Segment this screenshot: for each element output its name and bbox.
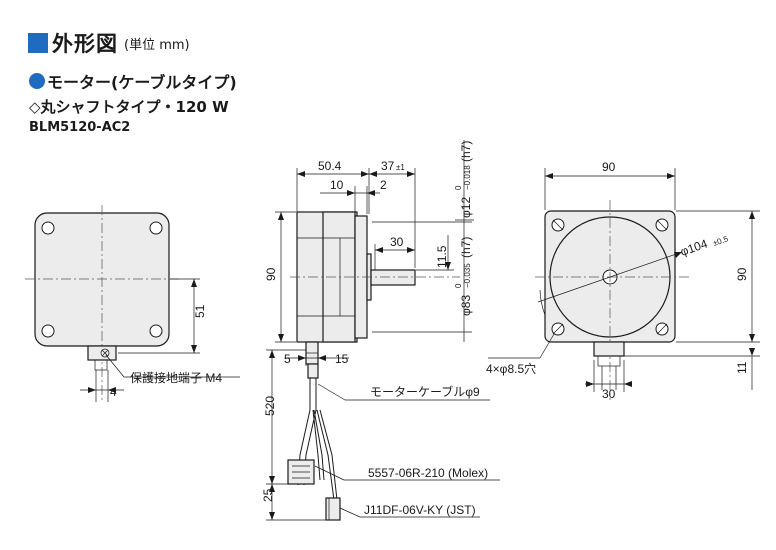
dim-51: 51 [193,304,207,318]
connector1-label: 5557-06R-210 (Molex) [368,466,488,480]
cable-label: モーターケーブルφ9 [370,384,480,399]
dim-50-4: 50.4 [318,159,342,173]
dim-15: 15 [335,352,349,366]
section-title: 外形図 [52,32,118,56]
dim-5: 5 [284,352,291,366]
dim-25: 25 [261,488,275,502]
dim-30-key: 30 [390,235,404,249]
dim-pcd-tol: ±0.5 [712,234,730,248]
dim-37: 37 [381,159,395,173]
dim-phi83: φ83 [459,295,473,316]
model-label: BLM5120-AC2 [29,120,131,135]
holes-label: 4×φ8.5穴 [486,361,536,376]
front-view [488,168,760,400]
dim-front-11: 11 [735,361,749,374]
dim-520: 520 [263,396,277,416]
dim-10: 10 [330,178,344,192]
dim-front-30: 30 [602,387,616,401]
blue-square-icon [28,33,48,53]
dim-front-90-w: 90 [602,160,616,174]
dim-pcd: φ104 [678,236,709,258]
dim-4: 4 [110,385,117,399]
unit-label: (単位 mm) [124,37,190,53]
side-view [266,140,500,521]
motor-type-label: モーター(ケーブルタイプ) [47,73,237,92]
dim-phi12-suffix: (h7) [459,141,473,162]
dim-2: 2 [380,178,387,192]
dim-phi83-tol-bot: −0.035 [463,263,472,288]
dim-phi12-tol-top: 0 [454,185,463,190]
dim-phi83-suffix: (h7) [459,237,473,258]
dim-37-tol: ±1 [396,163,405,172]
dim-11-5: 11.5 [435,245,449,268]
dim-side-90: 90 [264,267,278,281]
dim-phi83-tol-top: 0 [454,283,463,288]
dim-phi12: φ12 [459,197,473,218]
blue-circle-icon [29,73,45,89]
shaft-type-label: ◇丸シャフトタイプ・120 W [29,98,229,116]
rear-view [25,205,240,402]
motor-type-heading: モーター(ケーブルタイプ) [29,69,237,93]
section-header: 外形図 (単位 mm) [28,28,190,58]
ground-terminal-label: 保護接地端子 M4 [130,370,222,385]
dim-phi12-tol-bot: −0.018 [463,165,472,190]
connector2-label: J11DF-06V-KY (JST) [364,503,476,517]
dim-front-90-h: 90 [735,267,749,281]
